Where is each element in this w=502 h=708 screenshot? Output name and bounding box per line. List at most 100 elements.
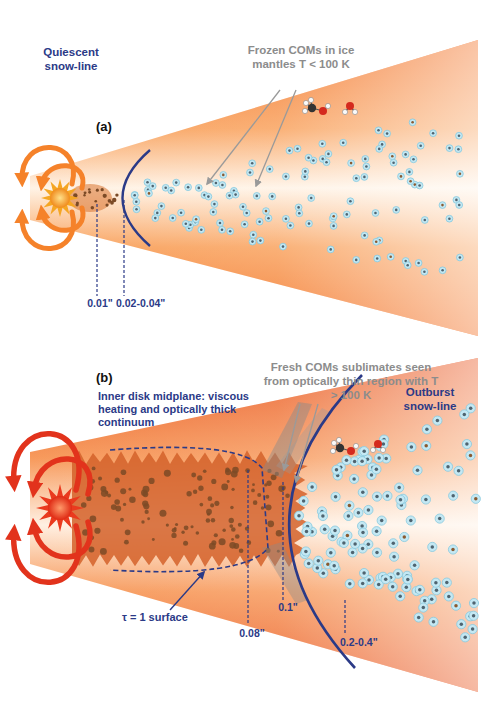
ice-grain: [471, 494, 480, 503]
ice-mantle: [347, 198, 354, 205]
grain-core: [400, 175, 403, 178]
ice-grain: [428, 542, 437, 551]
dust-grain: [210, 503, 214, 507]
grain-core: [357, 511, 360, 514]
grain-core: [258, 220, 261, 223]
dust-grain: [152, 538, 155, 541]
grain-core: [471, 627, 474, 630]
dust-grain: [232, 467, 239, 474]
ice-mantle: [131, 192, 138, 199]
grain-core: [133, 194, 136, 197]
dust-grain: [221, 483, 228, 490]
ice-mantle: [131, 192, 138, 199]
ice-mantle: [219, 182, 226, 189]
ice-grain: [219, 226, 226, 233]
grain-core: [448, 217, 451, 220]
grain-core: [245, 212, 248, 215]
grain-core: [398, 595, 401, 598]
ice-mantle: [211, 201, 218, 208]
grain-core: [289, 224, 292, 227]
ice-mantle: [308, 482, 317, 491]
grain-core: [423, 599, 426, 602]
ice-grain: [456, 132, 463, 139]
dust-grain: [105, 204, 108, 207]
grain-core: [434, 581, 437, 584]
grain-core: [384, 457, 387, 460]
ice-mantle: [439, 267, 446, 274]
grain-core: [399, 498, 402, 501]
ice-mantle: [345, 501, 354, 510]
ice-mantle: [358, 457, 367, 466]
grain-core: [457, 148, 460, 151]
ice-grain: [388, 582, 397, 591]
grain-core: [135, 200, 138, 203]
grain-core: [362, 449, 365, 452]
ice-mantle: [178, 209, 185, 216]
grain-core: [310, 485, 313, 488]
ice-grain: [319, 140, 326, 147]
dust-grain: [114, 499, 120, 505]
ice-grain: [375, 127, 382, 134]
ice-grain: [448, 545, 457, 554]
grain-core: [363, 234, 366, 237]
ice-mantle: [226, 192, 233, 199]
ice-mantle: [296, 210, 303, 217]
ice-mantle: [344, 511, 353, 520]
ice-grain: [454, 466, 463, 475]
grain-core: [418, 184, 421, 187]
dust-grain: [91, 206, 95, 210]
ice-grain: [468, 625, 477, 634]
ice-mantle: [448, 545, 457, 554]
ice-mantle: [451, 601, 460, 610]
dust-grain: [100, 548, 107, 555]
ice-mantle: [372, 210, 379, 217]
ice-mantle: [428, 542, 437, 551]
ice-grain: [219, 182, 226, 189]
ice-mantle: [330, 223, 337, 230]
ice-mantle: [332, 465, 341, 474]
ice-mantle: [360, 447, 369, 456]
dust-grain: [267, 520, 274, 527]
dust-grain: [129, 496, 136, 503]
ice-mantle: [421, 268, 428, 275]
grain-core: [441, 204, 444, 207]
ice-grain: [287, 222, 294, 229]
grain-core: [431, 545, 434, 548]
grain-core: [317, 559, 320, 562]
ice-mantle: [339, 538, 348, 547]
grain-core: [412, 158, 415, 161]
grain-core: [219, 222, 222, 225]
ice-mantle: [360, 569, 369, 578]
annotation: Inner disk midplane: viscous heating and…: [98, 390, 260, 430]
grain-core: [171, 217, 174, 220]
star: [48, 496, 72, 520]
ice-mantle: [414, 613, 423, 622]
ice-grain: [205, 193, 212, 200]
ice-mantle: [430, 130, 437, 137]
ice-mantle: [381, 575, 390, 584]
grain-core: [350, 162, 353, 165]
ice-grain: [410, 561, 419, 570]
grain-core: [146, 181, 149, 184]
ice-grain: [443, 462, 452, 471]
ice-mantle: [468, 625, 477, 634]
grain-core: [404, 153, 407, 156]
dust-grain: [206, 509, 212, 515]
ice-grain: [407, 442, 416, 451]
ice-mantle: [455, 146, 462, 153]
ice-grain: [372, 465, 381, 474]
ice-grain: [345, 579, 354, 588]
ice-grain: [343, 211, 350, 218]
dust-grain: [253, 500, 258, 505]
dust-grain: [251, 489, 255, 493]
ice-mantle: [375, 453, 384, 462]
grain-core: [375, 241, 378, 244]
grain-core: [377, 583, 380, 586]
dust-grain: [231, 538, 234, 541]
ice-mantle: [446, 215, 453, 222]
grain-core: [438, 517, 441, 520]
ice-mantle: [406, 516, 415, 525]
grain-core: [460, 622, 463, 625]
